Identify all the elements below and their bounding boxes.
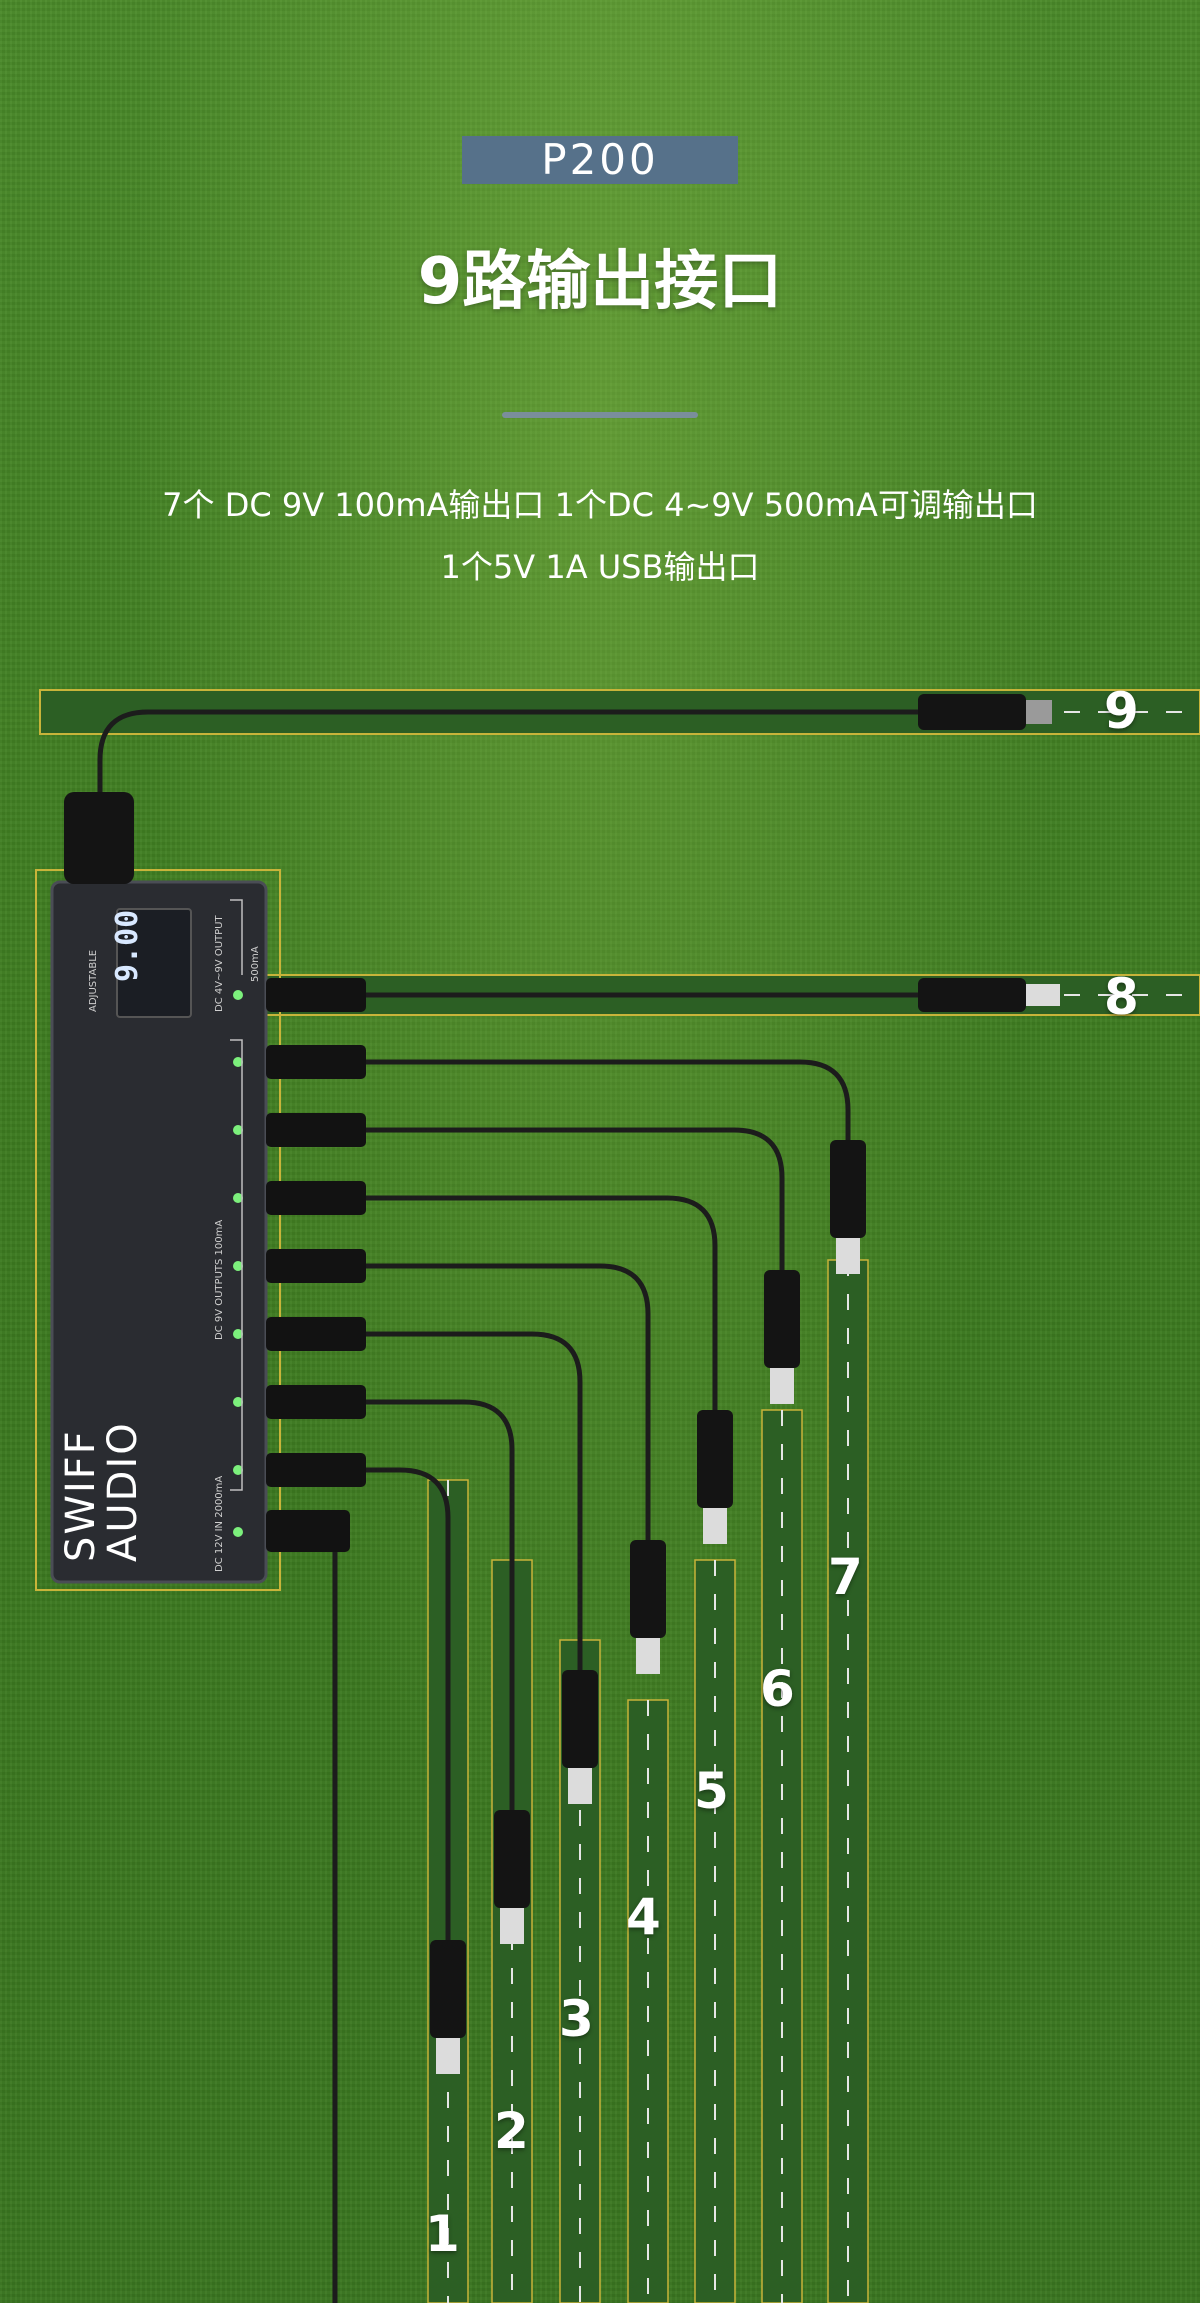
adjustable-output-label: DC 4V~9V OUTPUT (214, 915, 225, 1012)
usb-tip-9 (1026, 700, 1052, 724)
port-number-3: 3 (559, 1990, 594, 2048)
voltage-display: 9.00 (110, 908, 192, 1018)
cable-3 (357, 1331, 583, 1673)
adjustable-label: ADJUSTABLE (88, 949, 99, 1012)
adjustable-current-label: 500mA (250, 946, 261, 982)
plugs (430, 694, 1060, 2074)
usb-plug-9 (918, 694, 1026, 730)
cable-5 (357, 1195, 718, 1413)
port-number-5: 5 (694, 1762, 729, 1820)
lane-4 (627, 1699, 669, 2303)
cables (97, 709, 933, 2303)
status-leds (233, 990, 243, 1537)
device-ports (266, 978, 366, 1552)
brand-logo: SWIFF AUDIO (58, 1421, 146, 1562)
port-number-6: 6 (760, 1660, 795, 1718)
title-divider (502, 412, 698, 418)
usb-connector (64, 792, 134, 884)
cable-4 (357, 1263, 651, 1543)
dc-plug-8 (918, 978, 1026, 1012)
dc-tip-8 (1026, 984, 1060, 1006)
page-title: 9路输出接口 (417, 245, 783, 319)
spec-line-1: 7个 DC 9V 100mA输出口 1个DC 4~9V 500mA可调输出口 (162, 486, 1038, 524)
power-supply-body (50, 880, 268, 1584)
port-number-7: 7 (828, 1548, 863, 1606)
port-number-8: 8 (1104, 968, 1139, 1026)
port-number-4: 4 (626, 1888, 661, 1946)
port-number-9: 9 (1104, 682, 1139, 740)
cable-6 (357, 1127, 785, 1273)
cable-9 (97, 709, 933, 803)
device-outline (35, 869, 281, 1591)
port-number-2: 2 (494, 2102, 529, 2160)
device-brackets (230, 899, 243, 1491)
cable-2 (357, 1399, 515, 1813)
spec-line-2: 1个5V 1A USB输出口 (440, 548, 760, 586)
cable-7 (357, 1059, 851, 1143)
input-label: DC 12V IN 2000mA (214, 1475, 225, 1572)
cable-1 (357, 1467, 451, 1943)
model-badge: P200 (462, 136, 738, 184)
outputs-label: DC 9V OUTPUTS 100mA (214, 1219, 225, 1340)
port-number-1: 1 (425, 2205, 460, 2263)
